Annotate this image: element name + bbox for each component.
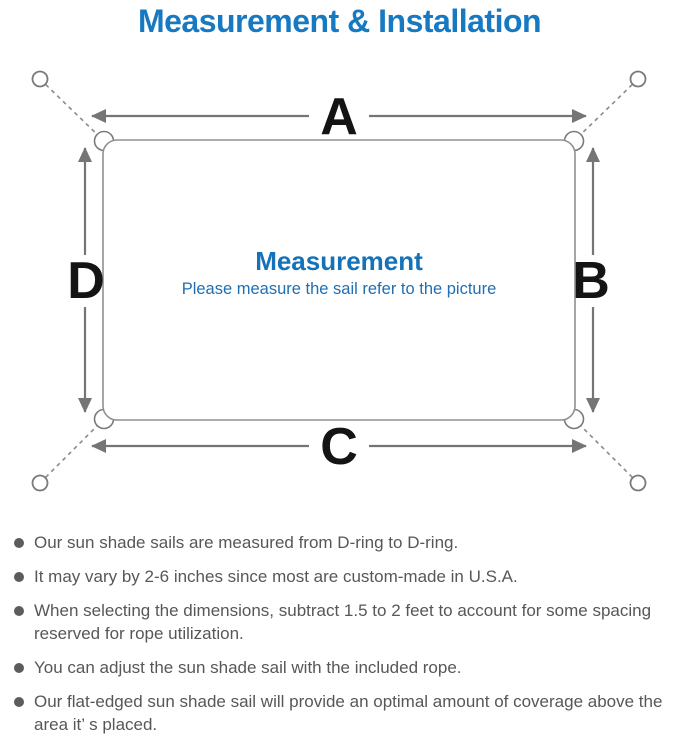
- anchor-point-icon: [31, 70, 49, 88]
- list-item: When selecting the dimensions, subtract …: [12, 599, 672, 645]
- dimension-label-b: B: [572, 252, 610, 310]
- bullet-dot-icon: [14, 572, 24, 582]
- diagram-center-title: Measurement: [255, 246, 423, 276]
- anchor-point-icon: [31, 474, 49, 492]
- dimension-label-a: A: [320, 88, 358, 146]
- guy-line-bottom-left: [39, 418, 105, 484]
- dimension-label-d: D: [67, 252, 105, 310]
- note-text: When selecting the dimensions, subtract …: [34, 601, 652, 643]
- dimension-label-c: C: [320, 418, 358, 476]
- note-text: You can adjust the sun shade sail with t…: [34, 658, 462, 677]
- list-item: You can adjust the sun shade sail with t…: [12, 656, 672, 679]
- bullet-dot-icon: [14, 538, 24, 548]
- measurement-diagram: A C D B Measurement Please measure the s…: [31, 70, 647, 492]
- list-item: Our flat-edged sun shade sail will provi…: [12, 690, 672, 736]
- bullet-dot-icon: [14, 697, 24, 707]
- list-item: It may vary by 2-6 inches since most are…: [12, 565, 672, 588]
- anchor-point-icon: [629, 70, 647, 88]
- guy-line-bottom-right: [573, 418, 639, 484]
- diagram-center-subtitle: Please measure the sail refer to the pic…: [182, 280, 497, 298]
- list-item: Our sun shade sails are measured from D-…: [12, 531, 672, 554]
- notes-list: Our sun shade sails are measured from D-…: [12, 531, 672, 739]
- bullet-dot-icon: [14, 663, 24, 673]
- note-text: It may vary by 2-6 inches since most are…: [34, 567, 518, 586]
- guy-line-top-right: [573, 78, 639, 142]
- bullet-dot-icon: [14, 606, 24, 616]
- anchor-point-icon: [629, 474, 647, 492]
- note-text: Our sun shade sails are measured from D-…: [34, 533, 459, 552]
- page-title: Measurement & Installation: [137, 3, 542, 39]
- guy-line-top-left: [39, 78, 105, 142]
- sail-rect: [102, 139, 576, 421]
- note-text: Our flat-edged sun shade sail will provi…: [34, 692, 663, 734]
